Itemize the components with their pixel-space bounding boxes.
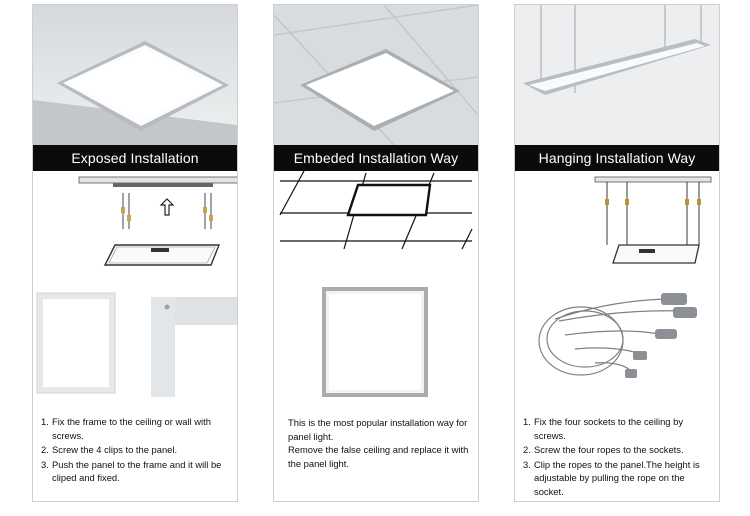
step-number: 2. xyxy=(41,444,49,455)
step-text: Fix the four sockets to the ceiling by s… xyxy=(534,416,684,441)
suspended-panel-photo xyxy=(515,5,719,145)
exposed-steps-list: 1.Fix the frame to the ceiling or wall w… xyxy=(41,415,231,486)
list-item: 3.Push the panel to the frame and it wil… xyxy=(41,458,231,485)
step-text: Push the panel to the frame and it will … xyxy=(52,458,222,484)
exposed-mounting-diagram xyxy=(33,171,237,271)
exposed-installation-card: Exposed Installation xyxy=(32,4,238,502)
list-item: 1.Fix the four sockets to the ceiling by… xyxy=(523,415,713,442)
paragraph-line: Remove the false ceiling and replace it … xyxy=(288,444,469,469)
step-number: 3. xyxy=(523,458,531,470)
list-item: 2.Screw the 4 clips to the panel. xyxy=(41,443,231,457)
hanging-steps-list: 1.Fix the four sockets to the ceiling by… xyxy=(523,415,713,499)
paragraph-line: This is the most popular installation wa… xyxy=(288,417,468,442)
square-panel-photo xyxy=(274,279,478,407)
ceiling-grid-diagram xyxy=(274,170,478,271)
section-title: Hanging Installation Way xyxy=(515,145,719,171)
surface-mounted-panel-photo xyxy=(33,5,237,145)
surface-frame-photo xyxy=(33,279,237,407)
list-item: 1.Fix the frame to the ceiling or wall w… xyxy=(41,415,231,442)
section-title: Embeded Installation Way xyxy=(274,145,478,171)
embedded-installation-card: Embeded Installation Way This is the mos… xyxy=(273,4,479,502)
hanging-mounting-diagram xyxy=(515,171,719,271)
recessed-panel-photo xyxy=(274,5,478,145)
step-number: 1. xyxy=(41,416,49,427)
list-item: 2.Screw the four ropes to the sockets. xyxy=(523,443,713,457)
step-number: 1. xyxy=(523,416,531,427)
step-text: Fix the frame to the ceiling or wall wit… xyxy=(52,416,211,441)
step-number: 3. xyxy=(41,458,49,470)
hanging-installation-card: Hanging Installation Way xyxy=(514,4,720,502)
suspension-cable-kit-photo xyxy=(515,279,719,407)
step-text: Screw the four ropes to the sockets. xyxy=(534,444,684,455)
section-title: Exposed Installation xyxy=(33,145,237,171)
embedded-description: This is the most popular installation wa… xyxy=(288,416,470,470)
step-number: 2. xyxy=(523,444,531,455)
list-item: 3.Clip the ropes to the panel.The height… xyxy=(523,458,713,499)
step-text: Screw the 4 clips to the panel. xyxy=(52,444,178,455)
step-text: Clip the ropes to the panel.The height i… xyxy=(534,458,700,497)
